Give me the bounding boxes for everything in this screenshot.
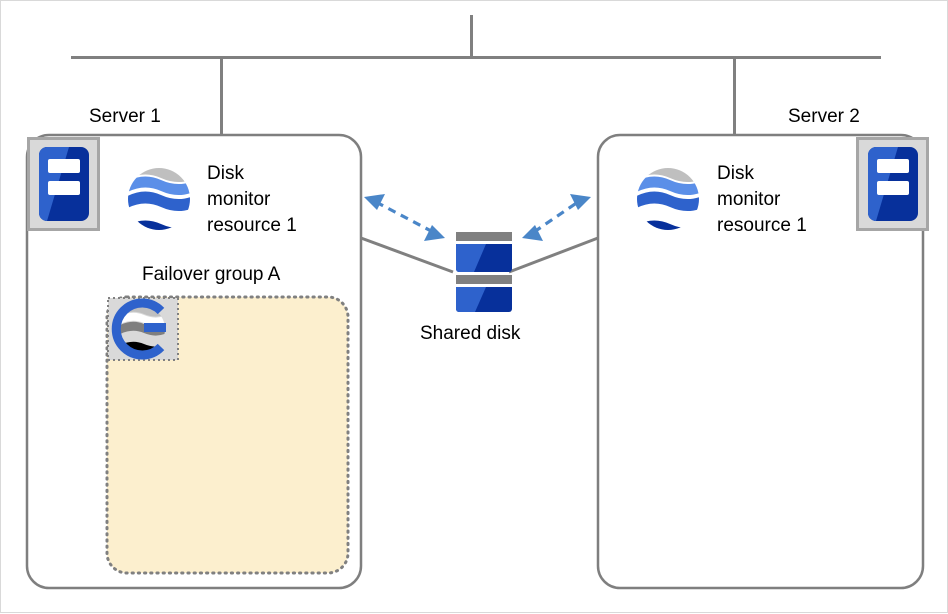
failover-group-label: Failover group A (142, 264, 281, 285)
server2-disk-link (508, 236, 599, 274)
server2-disk-monitor-label: Disk monitor resource 1 (717, 163, 807, 236)
shared-disk-label: Shared disk (420, 323, 521, 344)
server1-name-label: Server 1 (89, 106, 161, 127)
shared-disk-icon (456, 232, 512, 312)
server1-disk-link (360, 236, 454, 274)
server1-disk-monitor-arrow (364, 194, 445, 241)
server2-disk-monitor-arrow (522, 194, 591, 241)
failover-group-icon (107, 297, 179, 361)
server1-icon (27, 137, 100, 231)
failover-group-box (105, 295, 350, 575)
server2-name-label: Server 2 (788, 106, 860, 127)
server1-disk-monitor-label: Disk monitor resource 1 (207, 163, 297, 236)
server2-box (596, 133, 925, 590)
server2-icon (856, 137, 929, 231)
